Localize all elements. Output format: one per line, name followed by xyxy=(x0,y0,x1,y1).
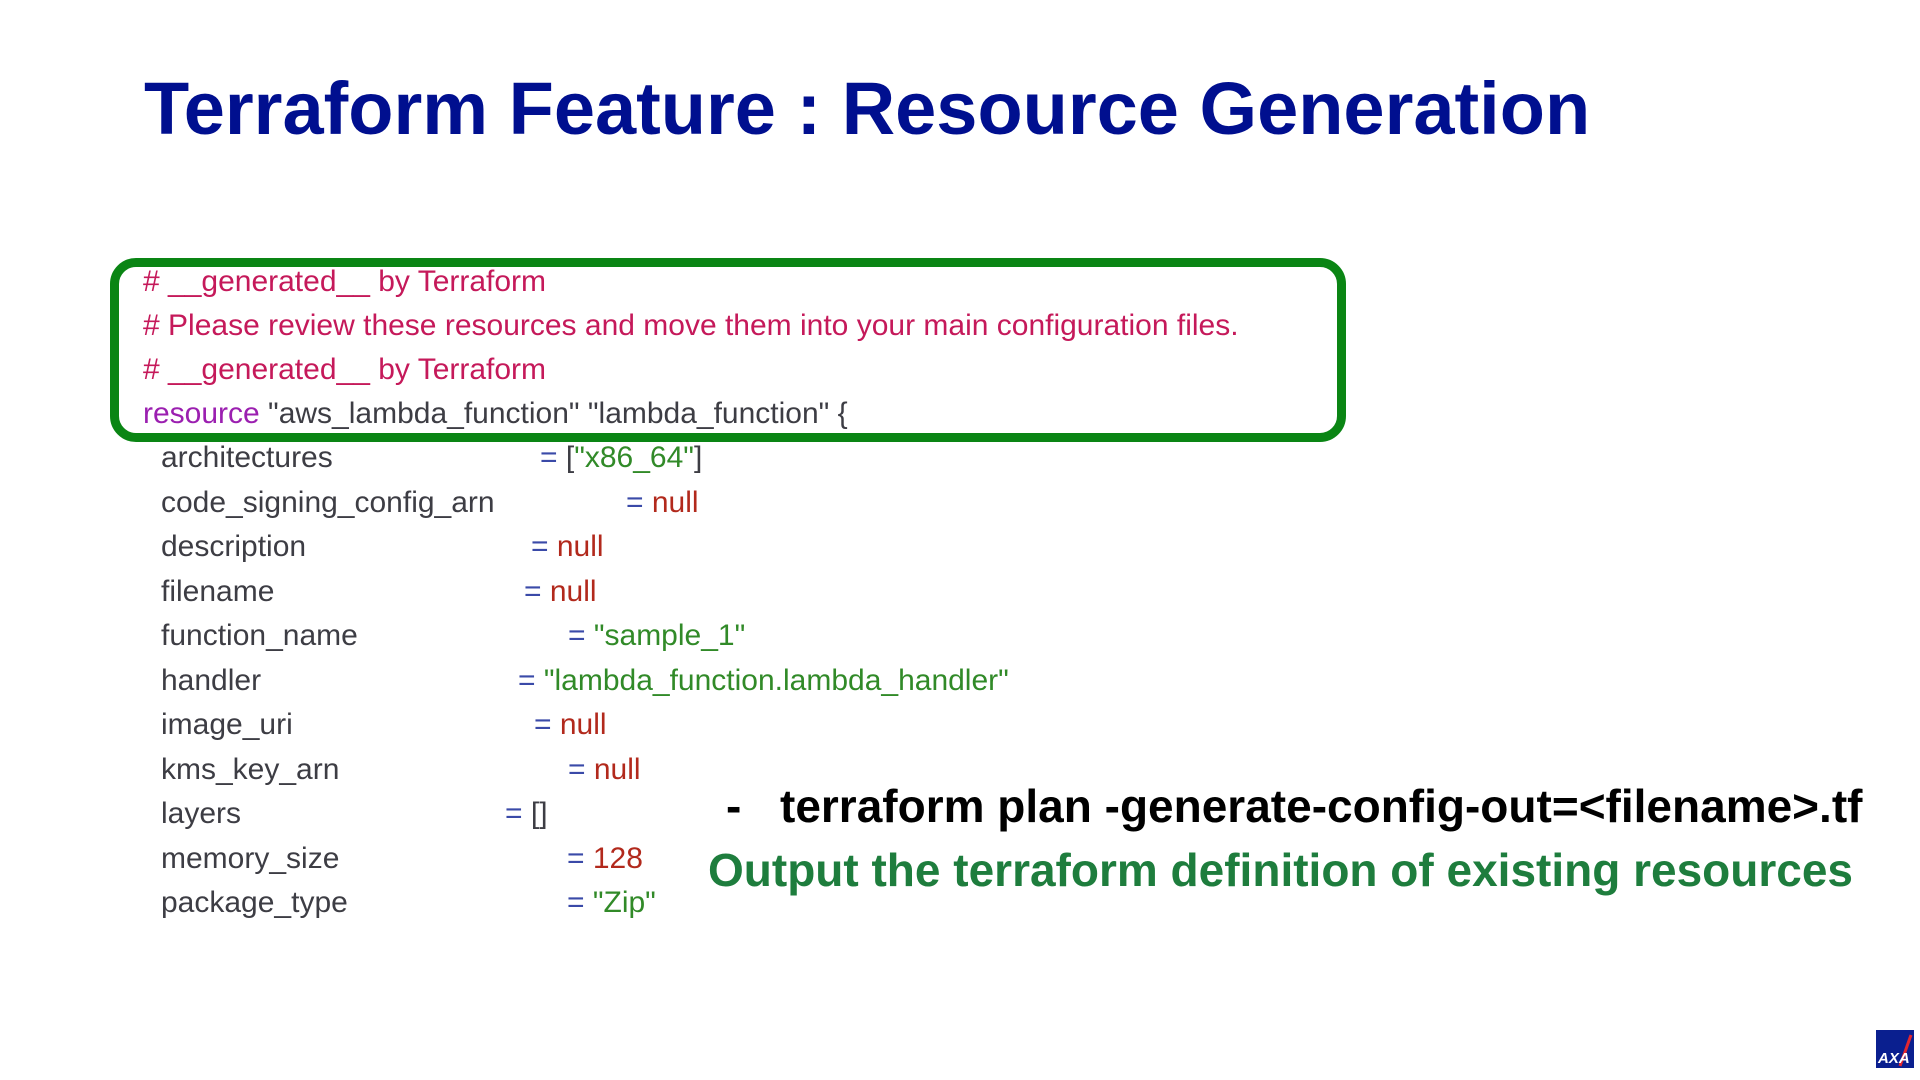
command-bullet: - xyxy=(726,780,742,832)
attribute-key: kms_key_arn xyxy=(161,753,340,786)
axa-logo-text: AXA xyxy=(1877,1050,1910,1067)
command-callout: -terraform plan -generate-config-out=<fi… xyxy=(726,778,1862,834)
terraform-code-block: # __generated__ by Terraform # Please re… xyxy=(0,0,1239,940)
attribute-value-text: null xyxy=(549,575,597,608)
attribute-key: description xyxy=(161,530,307,563)
attribute-value-text: null xyxy=(559,708,607,741)
command-text: terraform plan -generate-config-out=<fil… xyxy=(780,780,1863,832)
attribute-value-text: [] xyxy=(530,797,548,830)
attribute-value: = [] xyxy=(505,797,548,830)
attribute-value-text: "Zip" xyxy=(592,886,656,919)
attribute-key: filename xyxy=(161,575,275,608)
attribute-value: = null xyxy=(524,575,597,608)
attribute-value: = "sample_1" xyxy=(568,619,746,652)
slide-title: Terraform Feature : Resource Generation xyxy=(144,67,1591,150)
attribute-value: = ["x86_64"] xyxy=(540,441,703,474)
attribute-value: = null xyxy=(534,708,607,741)
code-comment-line-3: # __generated__ by Terraform xyxy=(143,353,547,386)
attribute-key: package_type xyxy=(161,886,348,919)
attribute-key: function_name xyxy=(161,619,358,652)
axa-logo-icon: AXA xyxy=(1876,1030,1914,1068)
attribute-value: = null xyxy=(531,530,604,563)
attribute-value-text: 128 xyxy=(592,842,643,875)
attribute-value-text: "sample_1" xyxy=(593,619,746,652)
attribute-value-text: null xyxy=(593,753,641,786)
attribute-key: code_signing_config_arn xyxy=(161,486,495,519)
code-comment-line-1: # __generated__ by Terraform xyxy=(143,265,547,298)
attribute-value: = 128 xyxy=(567,842,643,875)
attribute-value-text: "lambda_function.lambda_handler" xyxy=(543,664,1009,697)
generated-header-highlight-box xyxy=(110,258,1346,442)
attribute-value: = "Zip" xyxy=(567,886,656,919)
attribute-value: = "lambda_function.lambda_handler" xyxy=(518,664,1009,697)
resource-keyword: resource xyxy=(143,397,260,430)
attribute-key: memory_size xyxy=(161,842,340,875)
code-comment-line-2: # Please review these resources and move… xyxy=(143,309,1239,342)
attribute-key: image_uri xyxy=(161,708,293,741)
code-resource-line: resource "aws_lambda_function" "lambda_f… xyxy=(143,392,848,436)
attribute-value-text: "x86_64" xyxy=(574,441,694,474)
attribute-key: layers xyxy=(161,797,242,830)
attribute-key: architectures xyxy=(161,441,333,474)
attribute-value-text: null xyxy=(651,486,699,519)
resource-declaration: "aws_lambda_function" "lambda_function" … xyxy=(259,397,848,430)
attribute-value-text: null xyxy=(556,530,604,563)
output-description: Output the terraform definition of exist… xyxy=(708,844,1854,896)
attribute-value: = null xyxy=(568,753,641,786)
attribute-key: handler xyxy=(161,664,262,697)
attribute-value: = null xyxy=(626,486,699,519)
